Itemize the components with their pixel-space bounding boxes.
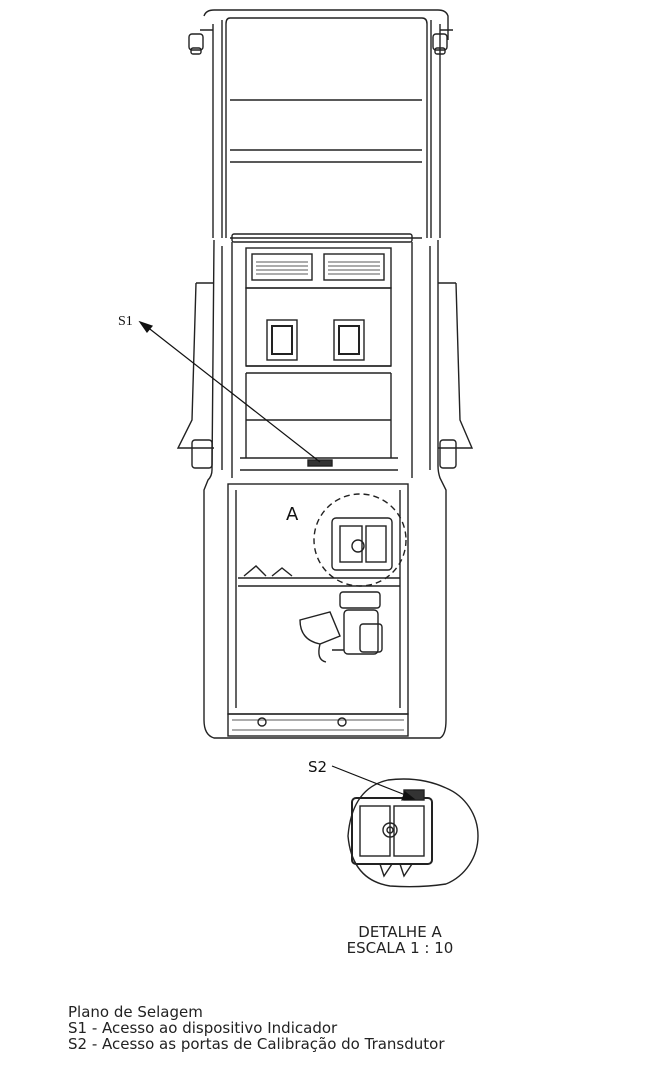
detail-title: DETALHE A ESCALA 1 : 10 [300,924,500,956]
detail-title-line2: ESCALA 1 : 10 [346,939,454,957]
detail-title-line1: DETALHE A [358,923,442,941]
display-head [240,247,398,471]
caption-title: Plano de Selagem [68,1003,203,1021]
sealing-plan-caption: Plano de Selagem S1 - Acesso ao disposit… [68,1004,445,1052]
s2-arrowhead [401,791,416,801]
s2-leader-line [331,765,409,797]
s1-leader-line [145,325,321,463]
dispenser-base [227,713,409,737]
s1-arrowhead [138,320,154,333]
detail-a-view [347,778,479,888]
caption-item-s1: S1 - Acesso ao dispositivo Indicador [68,1019,338,1037]
s2-label: S2 [308,758,328,776]
detail-a-marker: A [286,504,299,525]
caption-item-s2: S2 - Acesso as portas de Calibração do T… [68,1035,445,1053]
canopy-frame [188,9,453,239]
dispenser-body [176,233,474,739]
s1-label: S1 [118,314,133,329]
hydraulic-cabinet [227,483,409,715]
